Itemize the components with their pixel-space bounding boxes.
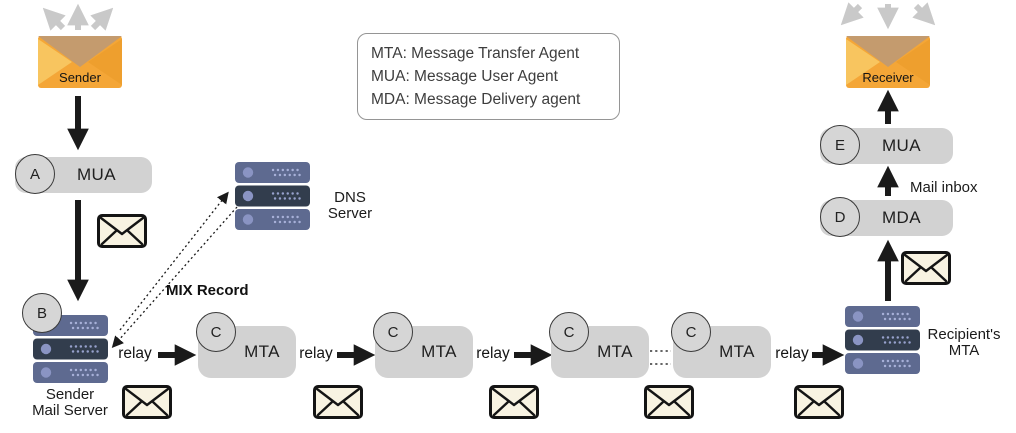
- sender-label: Sender: [59, 70, 101, 85]
- receiver-label: Receiver: [862, 70, 914, 85]
- mail-envelope-icon: [794, 385, 844, 419]
- envelope-graphic: [846, 36, 930, 88]
- receiver-incoming-arrows-icon: [840, 2, 936, 30]
- mail-envelope-icon: [97, 214, 147, 248]
- badge-b: B: [22, 293, 62, 333]
- relay-label-3: relay: [476, 345, 510, 362]
- mail-envelope-icon: [901, 251, 951, 285]
- badge-d: D: [820, 197, 860, 237]
- mua-receiver-label: MUA: [882, 136, 921, 155]
- sender-mail-server-label: Sender Mail Server: [32, 386, 108, 419]
- badge-e: E: [820, 125, 860, 165]
- node-mta-1: C MTA: [196, 312, 296, 378]
- mta-1-label: MTA: [244, 342, 280, 361]
- mail-inbox-label: Mail inbox: [910, 179, 978, 196]
- legend-line-mua: MUA: Message User Agent: [371, 68, 558, 85]
- node-mda: D MDA: [820, 197, 953, 237]
- badge-c-2: C: [373, 312, 413, 352]
- legend-line-mta: MTA: Message Transfer Agent: [371, 45, 580, 62]
- badge-c-1: C: [196, 312, 236, 352]
- node-mta-4: C MTA: [671, 312, 771, 378]
- badge-a: A: [15, 154, 55, 194]
- mail-envelope-icon: [122, 385, 172, 419]
- dns-server-icon: [235, 162, 310, 230]
- badge-c-4: C: [671, 312, 711, 352]
- mta-3-label: MTA: [597, 342, 633, 361]
- dns-server-label: DNS Server: [327, 189, 373, 222]
- legend-box: MTA: Message Transfer Agent MUA: Message…: [357, 33, 620, 120]
- recipient-mta-server-icon: [845, 306, 920, 374]
- mda-label: MDA: [882, 208, 921, 227]
- node-mua-receiver: E MUA: [820, 125, 953, 165]
- mail-envelope-icon: [644, 385, 694, 419]
- recipient-mta-label: Recipient's MTA: [927, 326, 1001, 359]
- node-mta-2: C MTA: [373, 312, 473, 378]
- mta-2-label: MTA: [421, 342, 457, 361]
- mua-sender-label: MUA: [77, 165, 116, 184]
- mail-envelope-icon: [489, 385, 539, 419]
- relay-label-2: relay: [299, 345, 333, 362]
- node-mta-3: C MTA: [549, 312, 649, 378]
- sender-envelope-icon: Sender: [38, 36, 122, 88]
- mta-4-label: MTA: [719, 342, 755, 361]
- legend-line-mda: MDA: Message Delivery agent: [371, 91, 581, 108]
- mta-chain-continuation-dots: [650, 350, 671, 365]
- receiver-envelope-icon: Receiver: [846, 36, 930, 88]
- sender-broadcast-arrows-icon: [42, 3, 114, 31]
- relay-label-1: relay: [118, 345, 152, 362]
- mix-record-label: MIX Record: [166, 282, 249, 299]
- envelope-graphic: [38, 36, 122, 88]
- mail-envelope-icon: [313, 385, 363, 419]
- node-mua-sender: A MUA: [15, 154, 152, 194]
- relay-label-4: relay: [775, 345, 809, 362]
- badge-c-3: C: [549, 312, 589, 352]
